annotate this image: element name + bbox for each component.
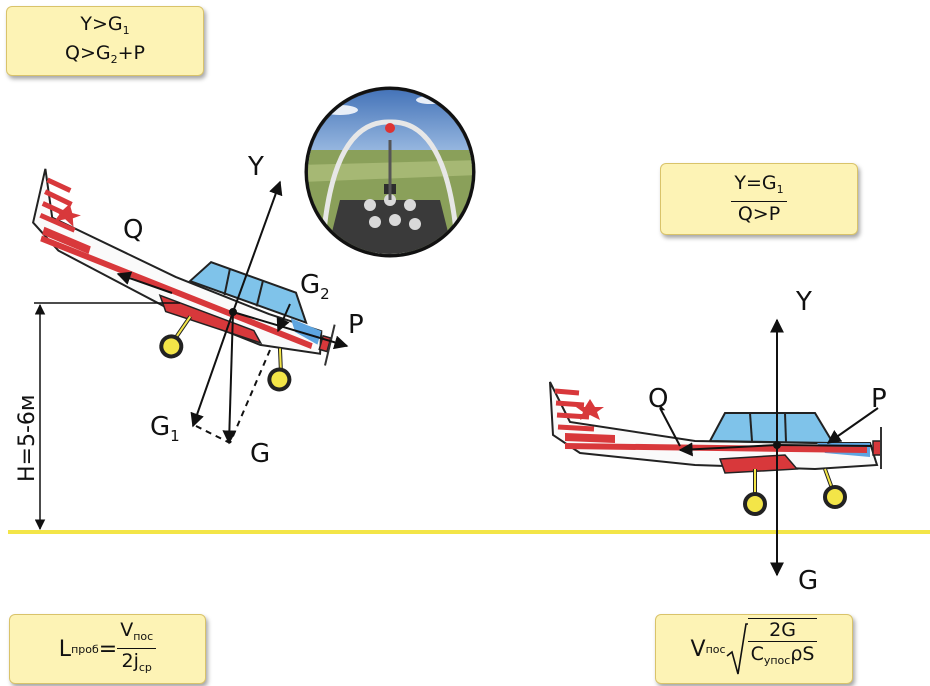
- ground-line: [8, 530, 930, 534]
- left-force-labels: Y Q P G2 G1 G H=5-6м: [15, 152, 364, 482]
- sqrt-sign: [726, 623, 748, 675]
- label-drag-right: Q: [648, 384, 668, 414]
- left-aircraft: [32, 168, 336, 392]
- left-force-vectors: [34, 180, 349, 531]
- right-force-labels: Y Q P G: [648, 287, 887, 596]
- label-drag-left: Q: [123, 215, 143, 245]
- formula-takeoff-condition: Y>G1 Q>G2+P: [6, 6, 204, 76]
- label-lift-right: Y: [795, 287, 812, 317]
- label-weight-right: G: [798, 566, 818, 596]
- label-g2: G2: [300, 270, 330, 303]
- label-height: H=5-6м: [15, 394, 40, 482]
- formula-cruise-condition: Y=G1 Q>P: [660, 163, 858, 235]
- label-thrust-right: P: [871, 384, 887, 414]
- right-force-vectors: [659, 318, 879, 577]
- label-g1: G1: [150, 412, 180, 445]
- cockpit-view-image: [304, 86, 476, 258]
- label-thrust-left: P: [348, 310, 364, 340]
- label-lift-left: Y: [247, 152, 264, 182]
- label-weight-left: G: [250, 439, 270, 469]
